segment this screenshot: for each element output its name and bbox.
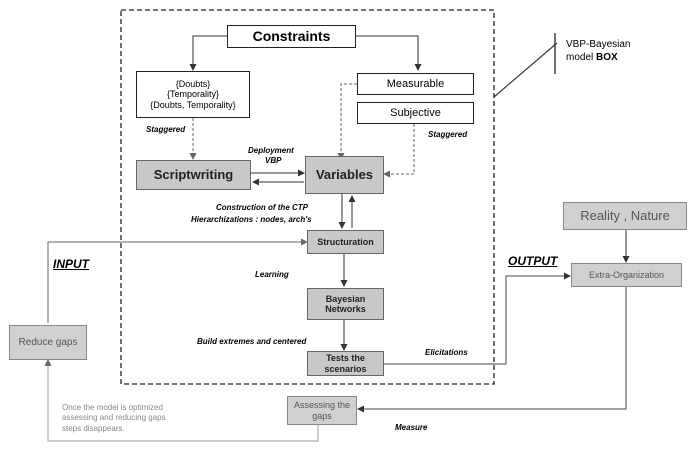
model-box-label-line2: model BOX (566, 52, 630, 65)
model-box-label: VBP-Bayesian model BOX (566, 39, 630, 64)
edge-reduce-structuration (47, 238, 308, 323)
model-box-pointer (493, 42, 558, 98)
hierarchizations-label: Hierarchizations : nodes, arch's (191, 215, 312, 224)
edge-constraints-measurable (356, 35, 422, 71)
subjective-box: Subjective (357, 102, 474, 124)
vbp-line-label: VBP (265, 156, 282, 165)
bayesian-networks-box: Bayesian Networks (307, 288, 384, 320)
structuration-box: Structuration (307, 230, 384, 254)
networks-line: Networks (325, 304, 366, 314)
assessing-line: Assessing the (293, 400, 351, 411)
scriptwriting-box: Scriptwriting (136, 160, 251, 190)
doubts-temporality-line: {Doubts, Temporality} (150, 99, 236, 110)
staggered-right-label: Staggered (428, 130, 468, 139)
tests-line: Tests the (326, 353, 365, 364)
temporality-line: {Temporality} (166, 89, 220, 100)
edge-assessing-reduce (44, 359, 319, 442)
note-line-3: steps disappears. (62, 423, 125, 433)
staggered-left-label: Staggered (146, 125, 186, 134)
construction-label: Construction of the CTP (216, 203, 308, 212)
model-box-label-line1: VBP-Bayesian (566, 39, 631, 50)
doubts-temporality-box: {Doubts} {Temporality} {Doubts, Temporal… (136, 71, 250, 118)
edge-tests-extra-org (383, 272, 571, 365)
assessing-gaps-box: Assessing the gaps (287, 396, 357, 425)
note-line-2: assessing and reducing gaps (62, 413, 166, 423)
gaps-line: gaps (312, 410, 332, 421)
output-label: OUTPUT (508, 254, 558, 268)
extra-organization-box: Extra-Organization (571, 263, 682, 287)
reduce-gaps-box: Reduce gaps (9, 325, 87, 360)
build-label: Build extremes and centered (197, 337, 307, 346)
edge-subjective-variables (383, 124, 415, 178)
model-word: model (566, 51, 597, 63)
model-box-border (120, 9, 495, 385)
deployment-line-label: Deployment (248, 146, 294, 155)
learning-label: Learning (255, 270, 289, 279)
edge-constraints-doubts (189, 35, 227, 71)
variables-box: Variables (305, 156, 384, 194)
note-line-1: Once the model is optimized (62, 403, 163, 412)
elicitations-label: Elicitations (425, 348, 468, 357)
optimization-note: Once the model is optimized assessing an… (62, 403, 166, 434)
edge-measurable-variables (337, 83, 357, 160)
box-word: BOX (596, 51, 618, 63)
edge-extra-org-assessing (357, 287, 627, 413)
measurable-box: Measurable (357, 73, 474, 95)
reality-nature-box: Reality , Nature (563, 202, 687, 230)
bayesian-line: Bayesian (325, 293, 366, 304)
input-label: INPUT (53, 257, 89, 271)
scenarios-line: scenarios (324, 363, 367, 374)
tests-scenarios-box: Tests the scenarios (307, 351, 384, 376)
constraints-box: Constraints (227, 25, 356, 48)
measure-label: Measure (395, 423, 428, 432)
doubts-line: {Doubts} (175, 78, 211, 89)
